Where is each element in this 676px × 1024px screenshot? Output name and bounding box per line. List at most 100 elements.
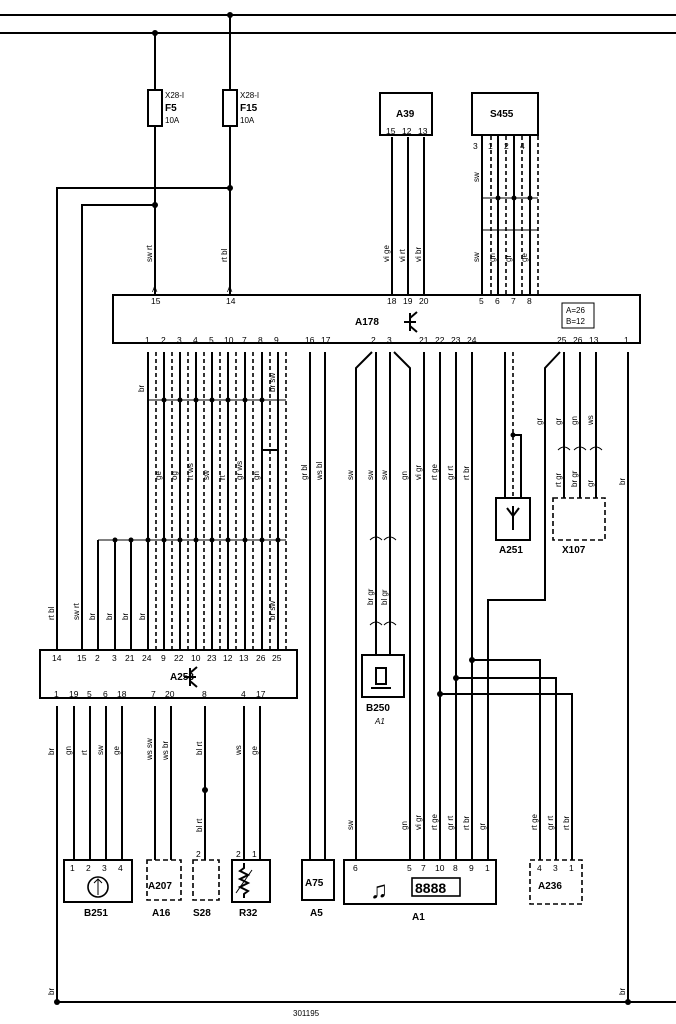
a1-display-digits: 8888 xyxy=(415,880,446,896)
b251-pin: 4 xyxy=(118,863,123,873)
wire-rtbl-left xyxy=(56,187,230,650)
sensor-arrow xyxy=(93,878,103,895)
module-s455 xyxy=(471,92,539,136)
fuse-f15-rating: 10A xyxy=(240,116,255,125)
a236-pin: 3 xyxy=(553,863,558,873)
label-blrt: bl rt xyxy=(195,818,204,832)
label-rtgr: rt gr xyxy=(554,472,563,487)
a236-pin: 4 xyxy=(537,863,542,873)
a1-display xyxy=(411,877,461,897)
a253-pin: 10 xyxy=(191,653,201,663)
s455-name: S455 xyxy=(490,109,514,120)
pin-letter: A xyxy=(227,285,233,294)
wire-rtbr-a236 xyxy=(440,693,573,860)
a178-pin: 14 xyxy=(226,296,236,306)
b251-pin: 3 xyxy=(102,863,107,873)
module-a75 xyxy=(301,859,335,901)
wire-antenna-shield xyxy=(513,434,522,498)
label-rt: rt xyxy=(218,474,227,480)
a1-pin: 7 xyxy=(421,863,426,873)
a1-pin: 9 xyxy=(469,863,474,873)
plug-symbols xyxy=(369,536,397,626)
a178-pin: 26 xyxy=(573,335,583,345)
label-gn: gn xyxy=(400,471,409,480)
label-swrt: sw rt xyxy=(72,602,81,620)
junction-dot xyxy=(453,675,459,681)
a253-pin: 8 xyxy=(202,689,207,699)
label-gn: gn xyxy=(570,416,579,425)
a178-pin: 8 xyxy=(527,296,532,306)
a75-name: A75 xyxy=(305,878,324,889)
label-gn: gn xyxy=(400,821,409,830)
transistor-icon xyxy=(404,311,418,333)
module-a251-antenna xyxy=(495,497,531,541)
label-br: br xyxy=(137,385,146,392)
junction-dot xyxy=(625,999,631,1005)
label-rtbr: rt br xyxy=(462,465,471,480)
label-rtbl: rt bl xyxy=(220,248,229,262)
module-x107 xyxy=(552,497,606,541)
label-gn: gn xyxy=(488,253,497,262)
junction-dot xyxy=(437,691,443,697)
junction-dot xyxy=(225,397,231,403)
a178-pin: 18 xyxy=(387,296,397,306)
r32-name: R32 xyxy=(239,908,258,919)
a253-pin: 2 xyxy=(95,653,100,663)
label-ge: ge xyxy=(520,253,529,262)
a178-legend-a: A=26 xyxy=(566,306,585,315)
a178-pin: 2 xyxy=(161,335,166,345)
label-ws: ws xyxy=(234,745,243,756)
label-rtws: rt ws xyxy=(186,463,195,480)
module-a236 xyxy=(529,859,583,905)
r32-pin: 2 xyxy=(236,849,241,859)
a178-pin: 20 xyxy=(419,296,429,306)
fuse-f5-name: F5 xyxy=(165,103,177,114)
a178-pin: 13 xyxy=(589,335,599,345)
label-vigr: vi gr xyxy=(414,815,423,830)
b251-pin: 2 xyxy=(86,863,91,873)
antenna-icon xyxy=(506,506,520,530)
fuse-f5-connector: X28-I xyxy=(165,91,184,100)
a253-pin: 22 xyxy=(174,653,184,663)
label-sw: sw xyxy=(346,470,355,480)
a1-pin: 6 xyxy=(353,863,358,873)
a178-pin: 8 xyxy=(258,335,263,345)
junction-dot xyxy=(225,537,231,543)
label-swrt: sw rt xyxy=(145,244,154,262)
a253-pin: 21 xyxy=(125,653,135,663)
a253-pin: 3 xyxy=(112,653,117,663)
label-rtge: rt ge xyxy=(530,813,539,830)
label-rt: rt xyxy=(80,749,89,755)
a253-pin: 19 xyxy=(69,689,79,699)
r32-pin: 1 xyxy=(252,849,257,859)
wire-grrt-a236 xyxy=(456,677,557,860)
fuse-f5-rating: 10A xyxy=(165,116,180,125)
a253-pin: 23 xyxy=(207,653,217,663)
label-grrt: gr rt xyxy=(446,815,455,830)
a207-sub: A16 xyxy=(152,908,171,919)
label-brsw: br sw xyxy=(268,373,277,392)
wire-gn-a1 xyxy=(393,351,411,860)
fuse-f15-name: F15 xyxy=(240,103,258,114)
a253-pin: 15 xyxy=(77,653,87,663)
speaker-icon xyxy=(371,667,391,689)
footer-code: 301195 xyxy=(293,1009,320,1018)
a178-pin: 2 xyxy=(371,335,376,345)
label-br: br xyxy=(121,613,130,620)
label-gr: gr xyxy=(554,418,563,425)
label-vigr: vi gr xyxy=(414,465,423,480)
label-gr: gr xyxy=(535,418,544,425)
label-rtge: rt ge xyxy=(430,813,439,830)
a39-pin: 13 xyxy=(418,126,428,136)
label-grbl: gr bl xyxy=(300,464,309,480)
plug-symbols xyxy=(557,446,603,451)
label-br: br xyxy=(88,613,97,620)
label-br: br xyxy=(47,748,56,755)
a253-pin: 18 xyxy=(117,689,127,699)
label-rtge: rt ge xyxy=(430,463,439,480)
junction-dot xyxy=(209,397,215,403)
label-grrt: gr rt xyxy=(546,815,555,830)
a178-pin: 5 xyxy=(209,335,214,345)
fuse-f15-body xyxy=(222,89,238,127)
a253-pin: 26 xyxy=(256,653,266,663)
